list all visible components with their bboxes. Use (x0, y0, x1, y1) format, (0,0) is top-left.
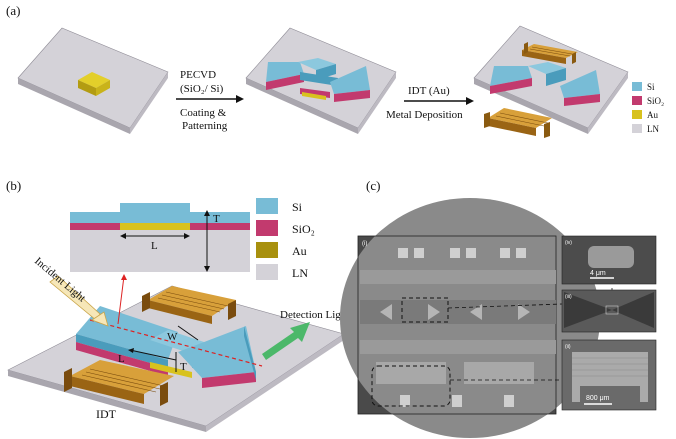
idt-top (522, 42, 578, 64)
legend-a-label-au: Au (647, 110, 658, 120)
substrate-final (473, 25, 629, 138)
legend-b-label-au: Au (292, 244, 307, 258)
step1-line3: Coating & (180, 107, 227, 119)
legend-b: Si SiO₂ Au LN (256, 198, 315, 280)
detection-light-arrow (262, 322, 310, 360)
substrate-plain (17, 27, 169, 134)
step1-line1: PECVD (180, 69, 216, 81)
idt-label: IDT (96, 407, 117, 421)
legend-b-label-sio2: SiO₂ (292, 222, 315, 236)
scale-4um: 4 μm (590, 270, 606, 277)
idt-bottom-3d (64, 360, 174, 406)
legend-b-label-si: Si (292, 200, 303, 214)
legend-a-label-sio2: SiO₂ (647, 96, 664, 106)
dim-t-3d: T (180, 361, 187, 373)
device-3d: L W T Incident Light Detection Light IDT (7, 255, 349, 432)
legend-a-swatch-si (632, 82, 642, 91)
legend-a-swatch-sio2 (632, 96, 642, 105)
legend-b-swatch-au (256, 242, 278, 258)
sem-inset-ii: 800 μm (ii) (561, 339, 657, 411)
step1-line4: Patterning (182, 120, 228, 132)
legend-b-swatch-sio2 (256, 220, 278, 236)
detection-light-label: Detection Light (280, 309, 349, 321)
legend-b-swatch-si (256, 198, 278, 214)
substrate-coated (245, 27, 397, 134)
dim-t-cross: T (213, 213, 220, 225)
legend-a-swatch-ln (632, 124, 642, 133)
idt-bottom (484, 108, 552, 138)
legend-a-label-si: Si (647, 82, 655, 92)
inset-ii-tag: (ii) (565, 344, 571, 350)
sem-inset-iii: (iii) (561, 286, 657, 333)
panel-label-a: (a) (6, 3, 20, 18)
dim-l-cross: L (151, 240, 158, 252)
step2-line2: Metal Deposition (386, 109, 463, 121)
dim-l-3d: L (118, 353, 125, 365)
step1-line2: (SiO₂/ Si) (180, 83, 224, 95)
step2-line1: IDT (Au) (408, 85, 450, 97)
process-step-2: IDT (Au) Metal Deposition (386, 85, 474, 121)
legend-b-label-ln: LN (292, 266, 308, 280)
si-bowtie (266, 58, 370, 102)
cross-section-ln (70, 230, 250, 272)
panel-label-c: (c) (366, 178, 380, 193)
scale-800um: 800 μm (586, 395, 610, 402)
sem-main: (i) (340, 198, 600, 438)
panel-label-b: (b) (6, 178, 21, 193)
cross-section: T L (70, 203, 250, 272)
inset-iv-tag: (iv) (565, 240, 572, 246)
process-step-1: PECVD (SiO₂/ Si) Coating & Patterning (176, 69, 244, 132)
sem-main-tag: (i) (362, 241, 367, 247)
incident-light-arrow (49, 275, 109, 327)
legend-a-label-ln: LN (647, 124, 659, 134)
legend-a-swatch-au (632, 110, 642, 119)
au-block (78, 72, 110, 96)
cross-section-rib (120, 203, 190, 223)
dim-w-3d: W (167, 331, 178, 343)
inset-iii-tag: (iii) (565, 294, 572, 300)
legend-b-swatch-ln (256, 264, 278, 280)
sem-inset-iv: 4 μm (iv) (561, 235, 657, 285)
idt-top-3d (142, 286, 236, 324)
cross-section-au (120, 223, 190, 230)
legend-a: Si SiO₂ Au LN (632, 82, 664, 134)
